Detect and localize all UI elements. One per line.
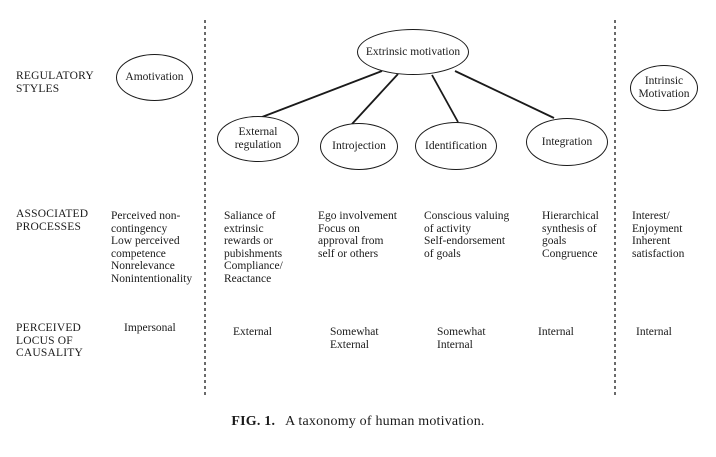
node-external-regulation: External regulation (217, 116, 299, 162)
row-label-associated-processes: ASSOCIATED PROCESSES (16, 208, 89, 233)
locus-intrinsic: Internal (636, 326, 672, 338)
processes-identification: Conscious valuing of activity Self-endor… (424, 210, 510, 260)
processes-introjection: Ego involvement Focus on approval from s… (318, 210, 397, 260)
connector-identification (431, 74, 459, 123)
row-label-regulatory-styles: REGULATORY STYLES (16, 70, 94, 95)
connector-integration (454, 70, 555, 119)
node-intrinsic-motivation: Intrinsic Motivation (630, 65, 698, 111)
locus-introjection: Somewhat External (330, 326, 379, 351)
processes-amotivation: Perceived non- contingency Low perceived… (111, 210, 193, 285)
node-introjection: Introjection (320, 123, 398, 170)
locus-identification: Somewhat Internal (437, 326, 486, 351)
connector-external-regulation (261, 70, 383, 118)
connector-introjection (351, 73, 399, 125)
caption-label: FIG. 1. (231, 414, 276, 429)
caption-text: A taxonomy of human motivation. (285, 414, 485, 429)
node-extrinsic-motivation: Extrinsic motivation (357, 29, 469, 75)
processes-external-regulation: Saliance of extrinsic rewards or pubishm… (224, 210, 283, 285)
node-amotivation: Amotivation (116, 54, 193, 101)
locus-integration: Internal (538, 326, 574, 338)
row-label-perceived-locus: PERCEIVED LOCUS OF CAUSALITY (16, 322, 83, 359)
processes-intrinsic: Interest/ Enjoyment Inherent satisfactio… (632, 210, 685, 260)
locus-amotivation: Impersonal (124, 322, 176, 334)
locus-external-regulation: External (233, 326, 272, 338)
node-identification: Identification (415, 122, 497, 170)
figure-caption: FIG. 1. A taxonomy of human motivation. (0, 414, 716, 430)
processes-integration: Hierarchical synthesis of goals Congruen… (542, 210, 599, 260)
node-integration: Integration (526, 118, 608, 166)
